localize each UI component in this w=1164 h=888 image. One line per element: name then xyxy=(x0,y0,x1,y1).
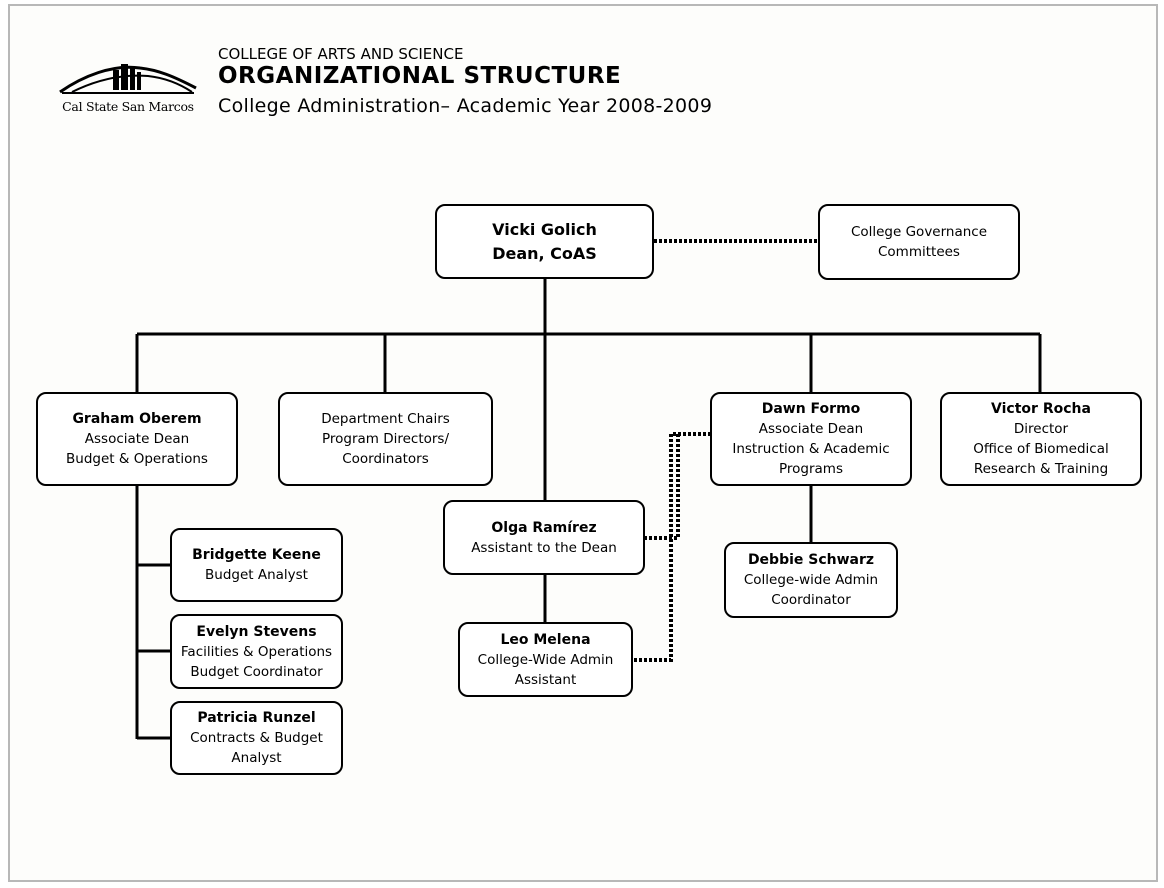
node-formo-line1: Associate Dean xyxy=(758,421,864,437)
page-title: ORGANIZATIONAL STRUCTURE xyxy=(218,63,622,89)
page-subtitle: College Administration– Academic Year 20… xyxy=(218,95,713,117)
node-chairs-line2: Program Directors/ xyxy=(321,431,450,447)
node-runzel-line1: Contracts & Budget xyxy=(190,730,323,746)
node-dean-name: Vicki Golich xyxy=(492,219,597,239)
node-melena-line1: College-Wide Admin xyxy=(477,651,614,668)
node-keene: Bridgette Keene Budget Analyst xyxy=(170,528,343,602)
node-governance-line1: College Governance xyxy=(850,224,988,240)
college-name: COLLEGE OF ARTS AND SCIENCE xyxy=(218,45,464,63)
node-formo-name: Dawn Formo xyxy=(761,401,861,417)
node-stevens: Evelyn Stevens Facilities & Operations B… xyxy=(170,614,343,689)
node-governance-line2: Committees xyxy=(878,244,960,260)
node-schwarz-line1: College-wide Admin xyxy=(743,572,879,588)
node-oberem: Graham Oberem Associate Dean Budget & Op… xyxy=(36,392,238,486)
node-ramirez-line1: Assistant to the Dean xyxy=(471,539,617,556)
node-formo: Dawn Formo Associate Dean Instruction & … xyxy=(710,392,912,486)
node-chairs-line1: Department Chairs xyxy=(321,411,450,427)
node-formo-line2: Instruction & Academic xyxy=(732,441,890,457)
node-rocha-name: Victor Rocha xyxy=(991,401,1091,417)
node-keene-name: Bridgette Keene xyxy=(192,547,321,563)
node-melena: Leo Melena College-Wide Admin Assistant xyxy=(458,622,633,697)
logo-wordmark: Cal State San Marcos xyxy=(62,99,194,114)
node-dean-title: Dean, CoAS xyxy=(492,243,597,263)
node-governance: College Governance Committees xyxy=(818,204,1020,280)
node-rocha-line3: Research & Training xyxy=(973,461,1109,477)
node-keene-line1: Budget Analyst xyxy=(205,567,308,583)
node-runzel-line2: Analyst xyxy=(231,750,282,766)
node-oberem-line1: Associate Dean xyxy=(84,431,190,447)
node-stevens-line1: Facilities & Operations xyxy=(180,643,333,660)
node-melena-line2: Assistant xyxy=(514,671,577,688)
node-rocha-line2: Office of Biomedical xyxy=(973,441,1109,457)
node-melena-name: Leo Melena xyxy=(500,631,591,648)
node-schwarz-line2: Coordinator xyxy=(771,592,851,608)
campus-skyline-icon xyxy=(59,64,197,94)
node-rocha-line1: Director xyxy=(1013,421,1069,437)
node-ramirez-name: Olga Ramírez xyxy=(491,519,597,536)
node-department-chairs: Department Chairs Program Directors/ Coo… xyxy=(278,392,493,486)
logo-wordmark-text: Cal State San Marcos xyxy=(62,99,194,114)
node-stevens-line2: Budget Coordinator xyxy=(190,663,323,680)
node-runzel-name: Patricia Runzel xyxy=(197,710,316,726)
node-schwarz: Debbie Schwarz College-wide Admin Coordi… xyxy=(724,542,898,618)
node-runzel: Patricia Runzel Contracts & Budget Analy… xyxy=(170,701,343,775)
node-dean: Vicki Golich Dean, CoAS xyxy=(435,204,654,279)
node-stevens-name: Evelyn Stevens xyxy=(196,623,317,640)
node-chairs-line3: Coordinators xyxy=(342,451,429,467)
node-schwarz-name: Debbie Schwarz xyxy=(747,552,875,568)
node-formo-line3: Programs xyxy=(779,461,843,477)
node-rocha: Victor Rocha Director Office of Biomedic… xyxy=(940,392,1142,486)
node-ramirez: Olga Ramírez Assistant to the Dean xyxy=(443,500,645,575)
node-oberem-name: Graham Oberem xyxy=(72,411,202,427)
node-oberem-line2: Budget & Operations xyxy=(66,451,208,467)
university-logo: Cal State San Marcos xyxy=(58,52,198,122)
